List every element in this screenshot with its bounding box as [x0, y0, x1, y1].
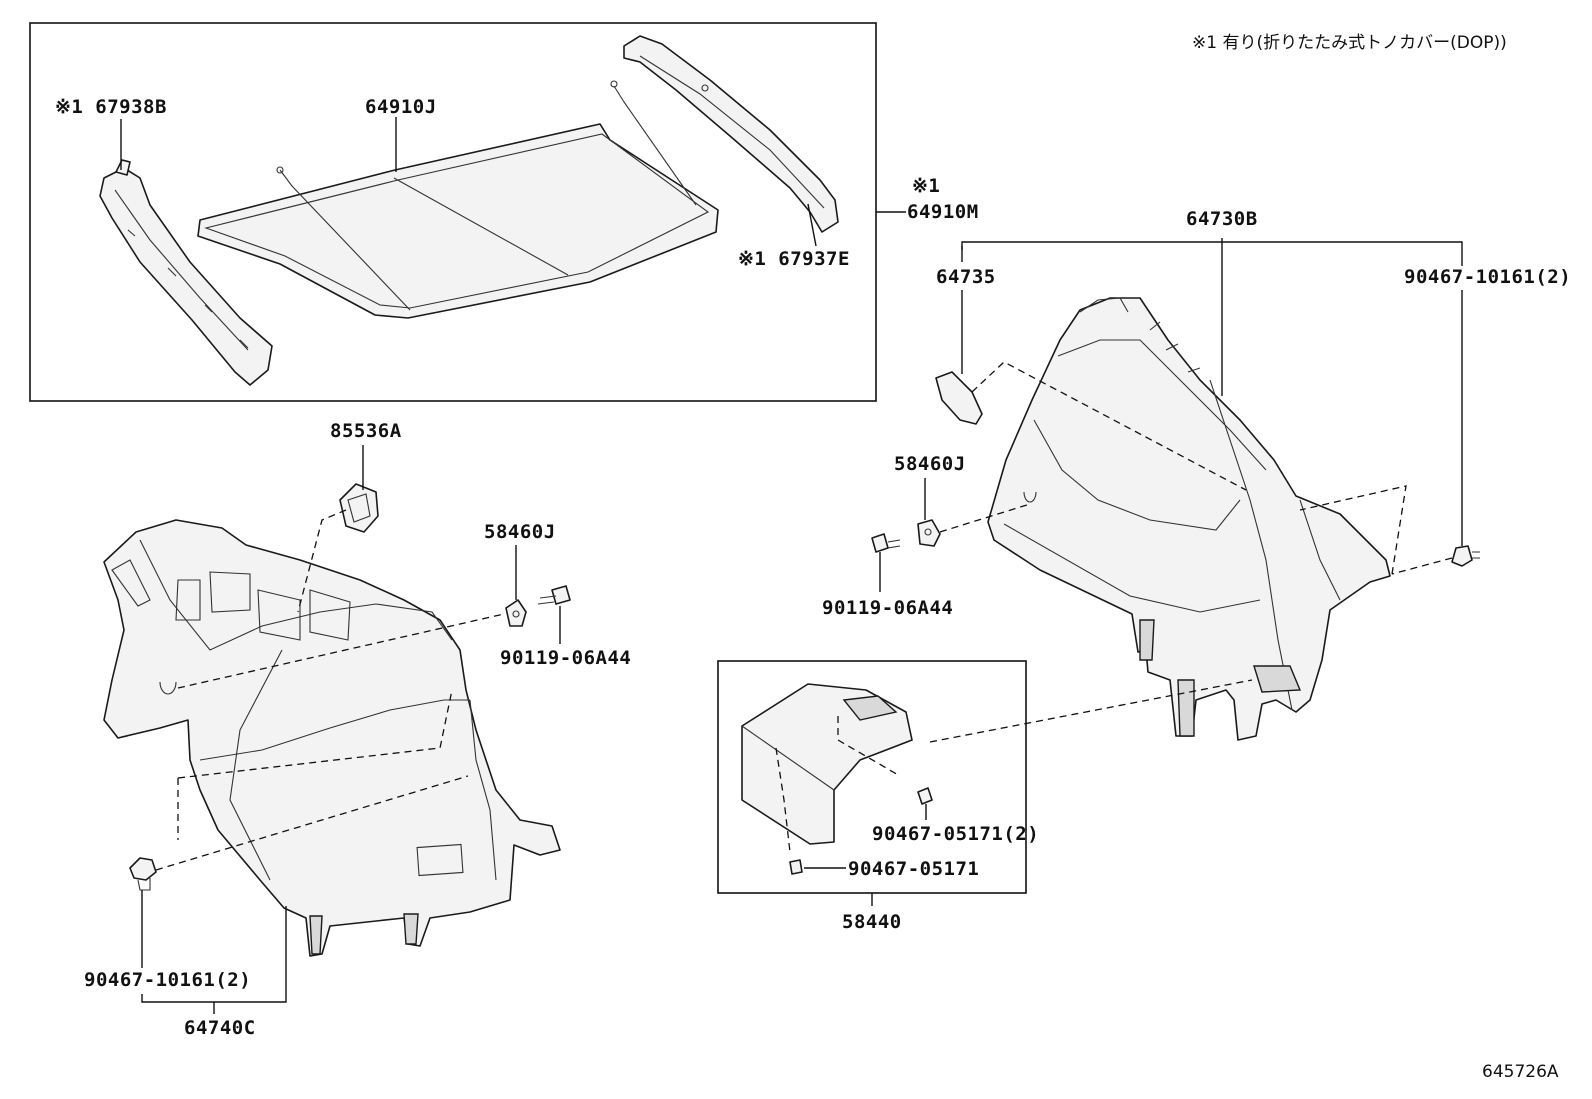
- part-67938B[interactable]: [99, 159, 273, 386]
- part-90467-10161-left[interactable]: [129, 857, 157, 891]
- part-58460J-left[interactable]: [505, 599, 527, 627]
- part-67937E[interactable]: [623, 35, 839, 233]
- label-64910M-mark[interactable]: ※1: [912, 175, 940, 197]
- tether-wire: [613, 85, 697, 206]
- part-90119-06A44-right[interactable]: [871, 533, 901, 553]
- leader-67937E: [807, 203, 817, 247]
- label-64730B[interactable]: 64730B: [1186, 208, 1258, 230]
- part-58440[interactable]: [741, 683, 913, 853]
- label-64740C[interactable]: 64740C: [184, 1017, 256, 1039]
- part-64910J[interactable]: [197, 123, 719, 319]
- part-64730B[interactable]: [987, 297, 1391, 741]
- label-67937E[interactable]: ※1 67937E: [738, 248, 850, 270]
- label-90119-06A44-left[interactable]: 90119-06A44: [500, 647, 631, 669]
- part-58460J-right[interactable]: [917, 519, 941, 547]
- label-90467-10161-right[interactable]: 90467-10161(2): [1404, 266, 1571, 288]
- part-64735[interactable]: [935, 371, 983, 425]
- part-90119-06A44-left[interactable]: [537, 585, 571, 605]
- label-90467-05171-2[interactable]: 90467-05171(2): [872, 823, 1039, 845]
- label-67938B[interactable]: ※1 67938B: [55, 96, 167, 118]
- label-64735[interactable]: 64735: [936, 266, 996, 288]
- label-58460J-right[interactable]: 58460J: [894, 453, 966, 475]
- label-58440[interactable]: 58440: [842, 911, 902, 933]
- header-note: ※1 有り(折りたたみ式トノカバー(DOP)): [1192, 33, 1507, 53]
- label-58460J-left[interactable]: 58460J: [484, 521, 556, 543]
- label-64910M[interactable]: 64910M: [907, 201, 979, 223]
- part-90467-05171[interactable]: [789, 859, 803, 875]
- leader-90467-10161-right: [1440, 241, 1463, 546]
- label-90119-06A44-right[interactable]: 90119-06A44: [822, 597, 953, 619]
- diagram-code: 645726A: [1482, 1062, 1559, 1082]
- part-90467-10161-right[interactable]: [1451, 545, 1480, 567]
- part-64740C[interactable]: [103, 519, 561, 957]
- label-85536A[interactable]: 85536A: [330, 420, 402, 442]
- part-90467-05171-2[interactable]: [917, 787, 933, 805]
- label-90467-05171[interactable]: 90467-05171: [848, 858, 979, 880]
- part-85536A[interactable]: [339, 483, 379, 533]
- label-90467-10161-left[interactable]: 90467-10161(2): [84, 969, 251, 991]
- label-64910J[interactable]: 64910J: [365, 96, 437, 118]
